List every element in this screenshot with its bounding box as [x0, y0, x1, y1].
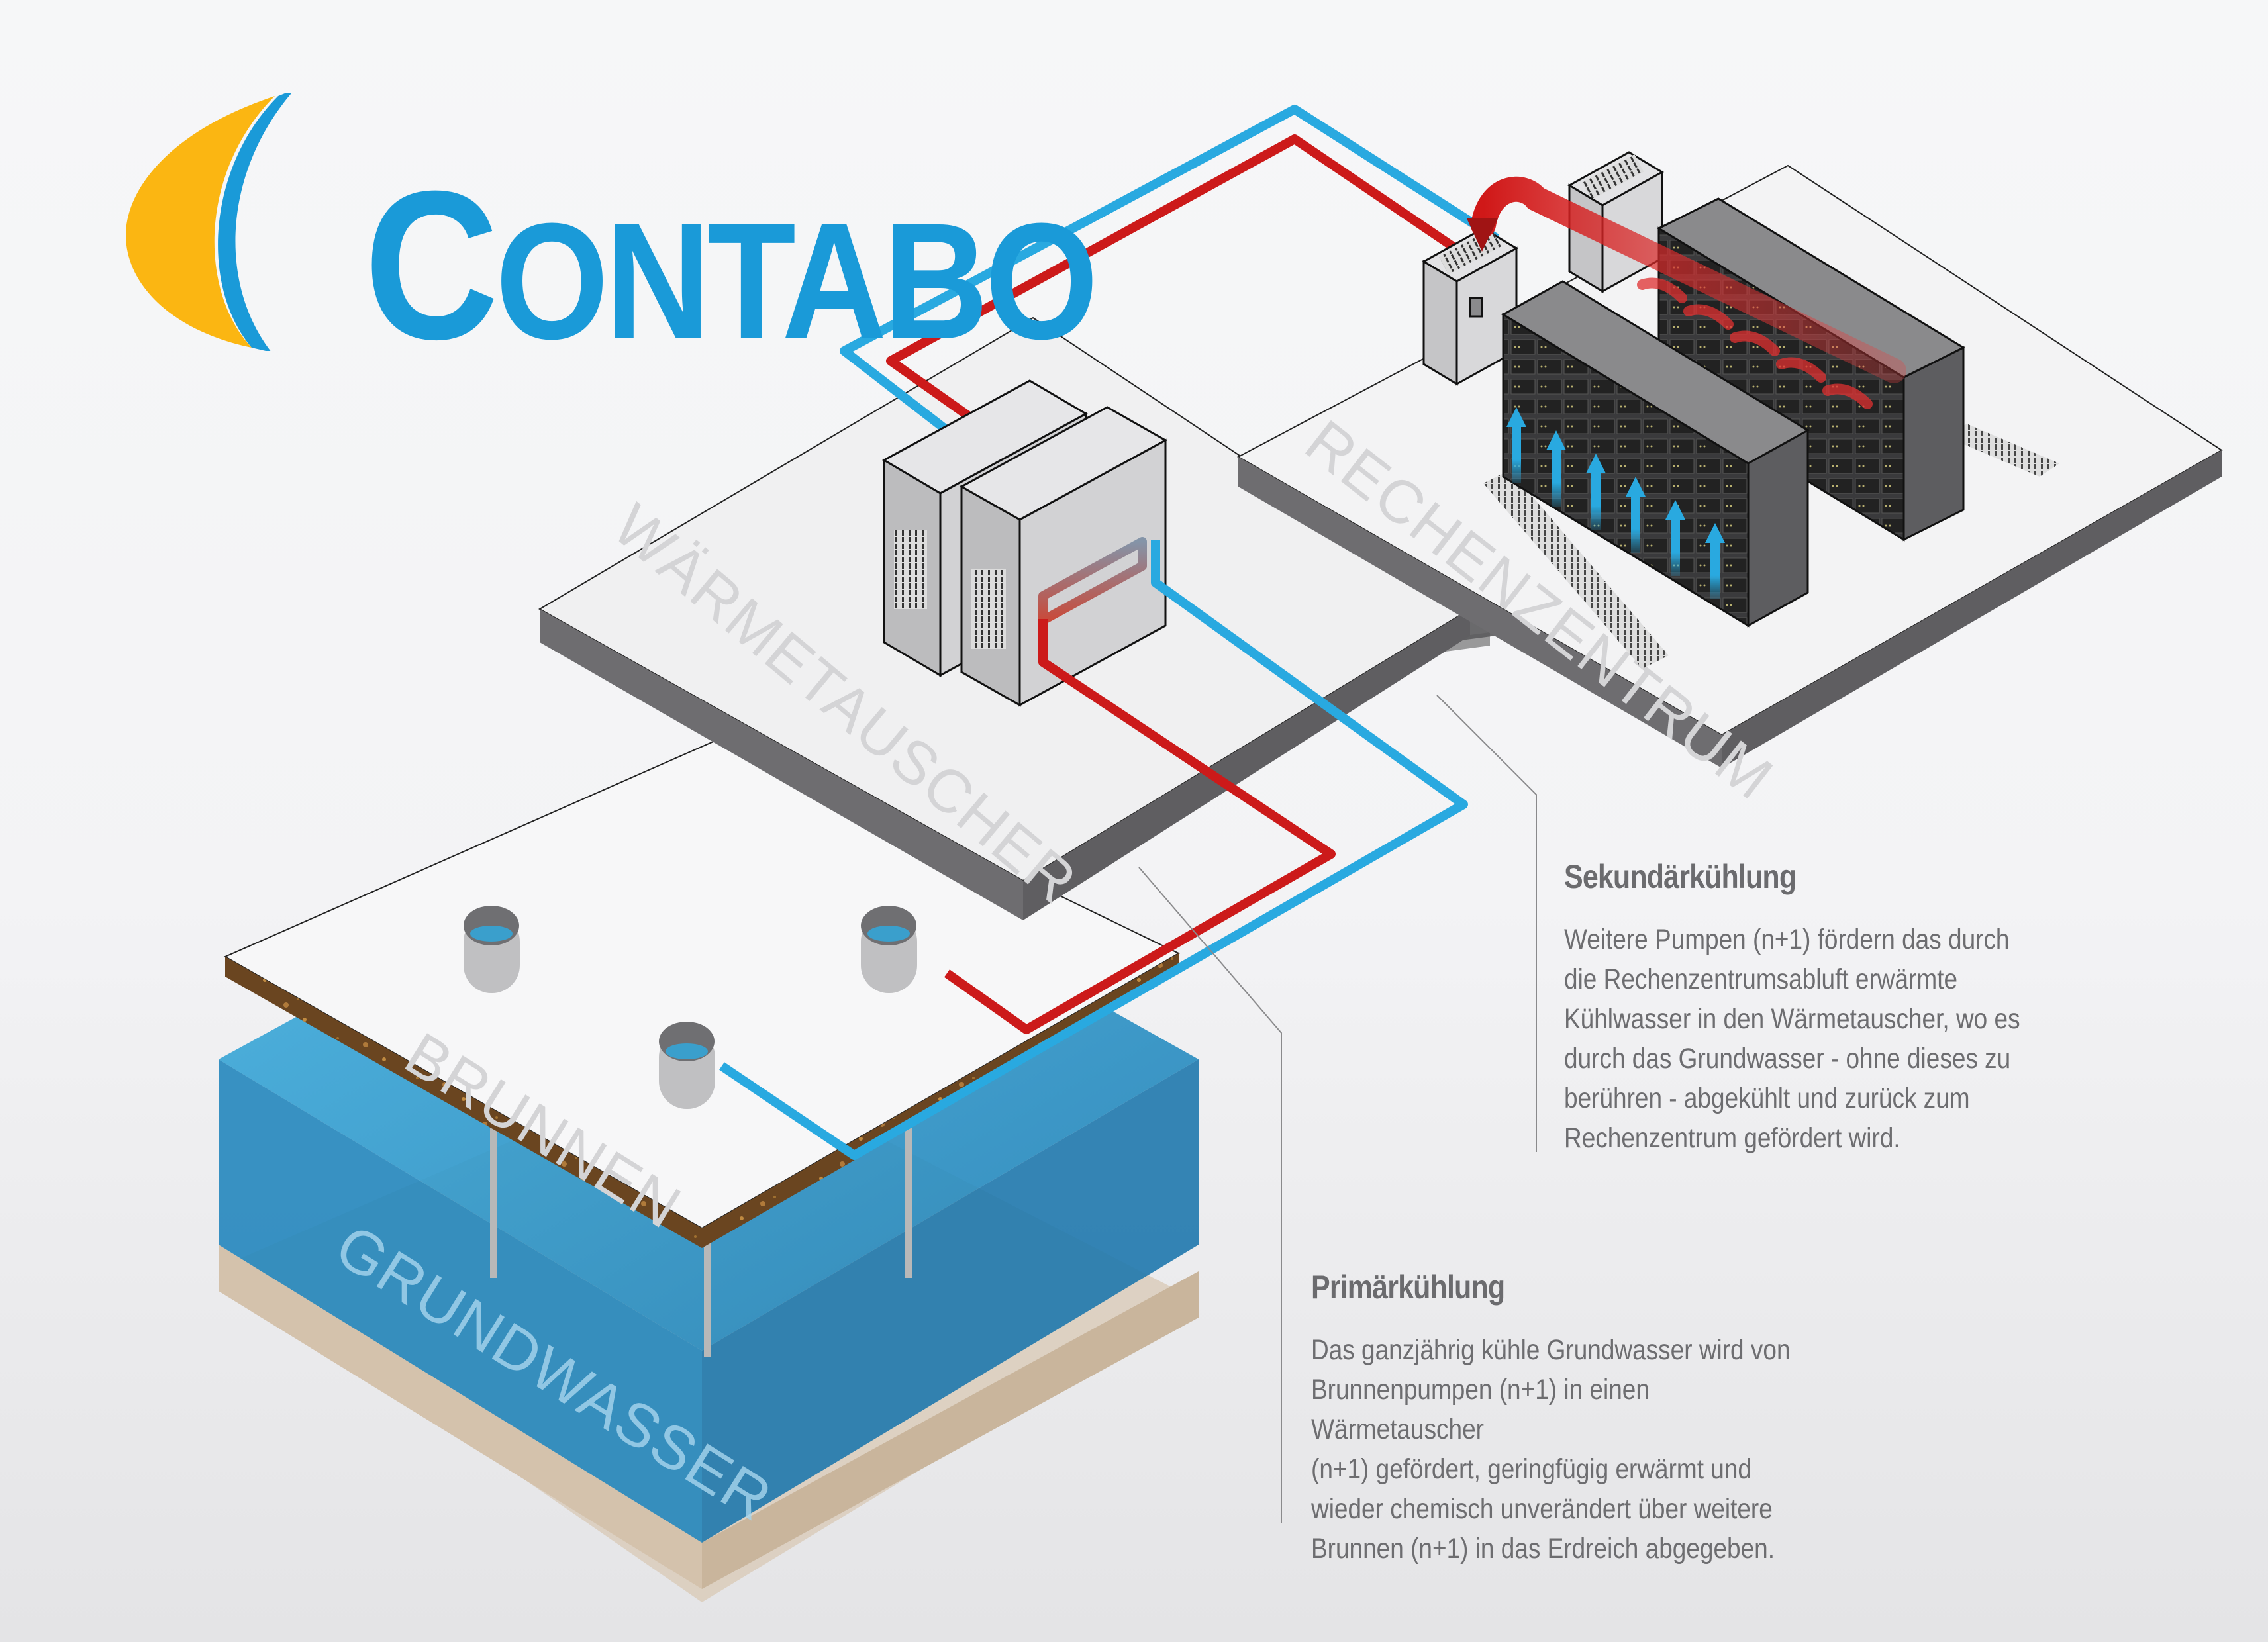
secondary-loop-pipes [840, 105, 1499, 434]
floor-vents [1483, 424, 2059, 669]
primary-cooling-body: Das ganzjährig kühle Grundwasser wird vo… [1311, 1334, 1791, 1565]
logo-swoosh-yellow [126, 96, 275, 348]
cold-pipe-primary [719, 540, 1468, 1160]
arrow-up-icon [1506, 407, 1526, 483]
cold-air-flow [1506, 407, 1725, 599]
contabo-logo: CONTABO [119, 93, 1099, 371]
well-left [464, 906, 520, 993]
arrow-up-icon [1546, 430, 1566, 507]
primary-cooling-heading: Primärkühlung [1311, 1269, 1505, 1306]
hot-pipe-primary [944, 619, 1336, 1034]
server-rack-row-back [1656, 197, 1966, 542]
hot-pipe-secondary [886, 134, 1473, 421]
arrow-up-icon [1665, 500, 1685, 576]
arrow-up-icon [1705, 523, 1725, 599]
hot-air-flow [1467, 176, 1906, 409]
leader-lines [1138, 695, 1537, 1523]
hot-air-arrow-icon [1467, 218, 1498, 252]
logo-wordmark: CONTABO [364, 146, 1099, 383]
primary-loop-pipes [719, 540, 1468, 1160]
arrow-up-icon [1586, 454, 1606, 530]
secondary-cooling-description: Sekundärkühlung Weitere Pumpen (n+1) för… [1564, 857, 2160, 1158]
well-center [659, 1022, 715, 1109]
primary-cooling-description: Primärkühlung Das ganzjährig kühle Grund… [1311, 1268, 1907, 1569]
arrow-up-icon [1626, 477, 1646, 553]
logo-swoosh-blue [218, 93, 292, 351]
secondary-cooling-body: Weitere Pumpen (n+1) fördern das durch d… [1564, 924, 2020, 1154]
cold-pipe-secondary [840, 105, 1499, 434]
well-right [861, 906, 917, 993]
server-rack-row-front [1501, 280, 1810, 628]
heat-exchanger-coil-icon [1038, 537, 1147, 625]
crac-unit-left [1422, 227, 1518, 386]
secondary-cooling-heading: Sekundärkühlung [1564, 858, 1797, 895]
